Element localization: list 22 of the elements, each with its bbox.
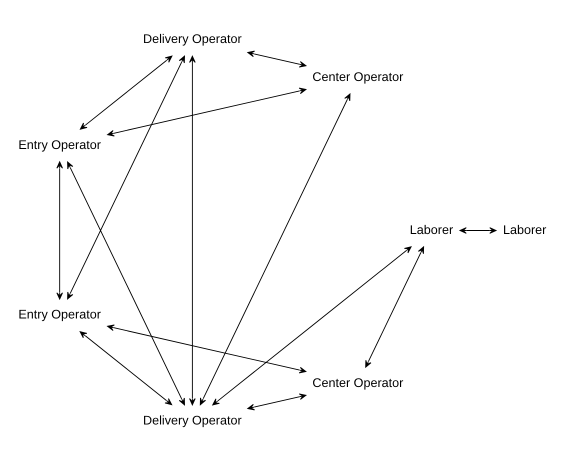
arrow — [107, 87, 306, 136]
arrow — [67, 161, 185, 405]
node-text: Delivery Operator — [143, 32, 242, 46]
node-text: Delivery Operator — [143, 413, 242, 428]
node-text: Laborer — [410, 222, 454, 236]
arrow — [80, 55, 172, 130]
arrow — [247, 50, 306, 68]
node-text: Center Operator — [312, 69, 404, 84]
arrow — [365, 246, 424, 368]
node-text: Entry Operator — [18, 137, 101, 152]
arrow — [67, 55, 185, 299]
arrow — [107, 324, 306, 373]
node-text: Laborer — [502, 222, 546, 236]
arrow — [200, 92, 350, 405]
arrow — [460, 226, 497, 234]
node-text: Entry Operator — [18, 307, 101, 322]
arrow — [56, 160, 63, 300]
node-text: Center Operator — [312, 375, 404, 390]
arrow — [212, 246, 412, 405]
arrow — [80, 330, 172, 405]
arrow — [247, 392, 306, 410]
arrow — [189, 55, 196, 405]
